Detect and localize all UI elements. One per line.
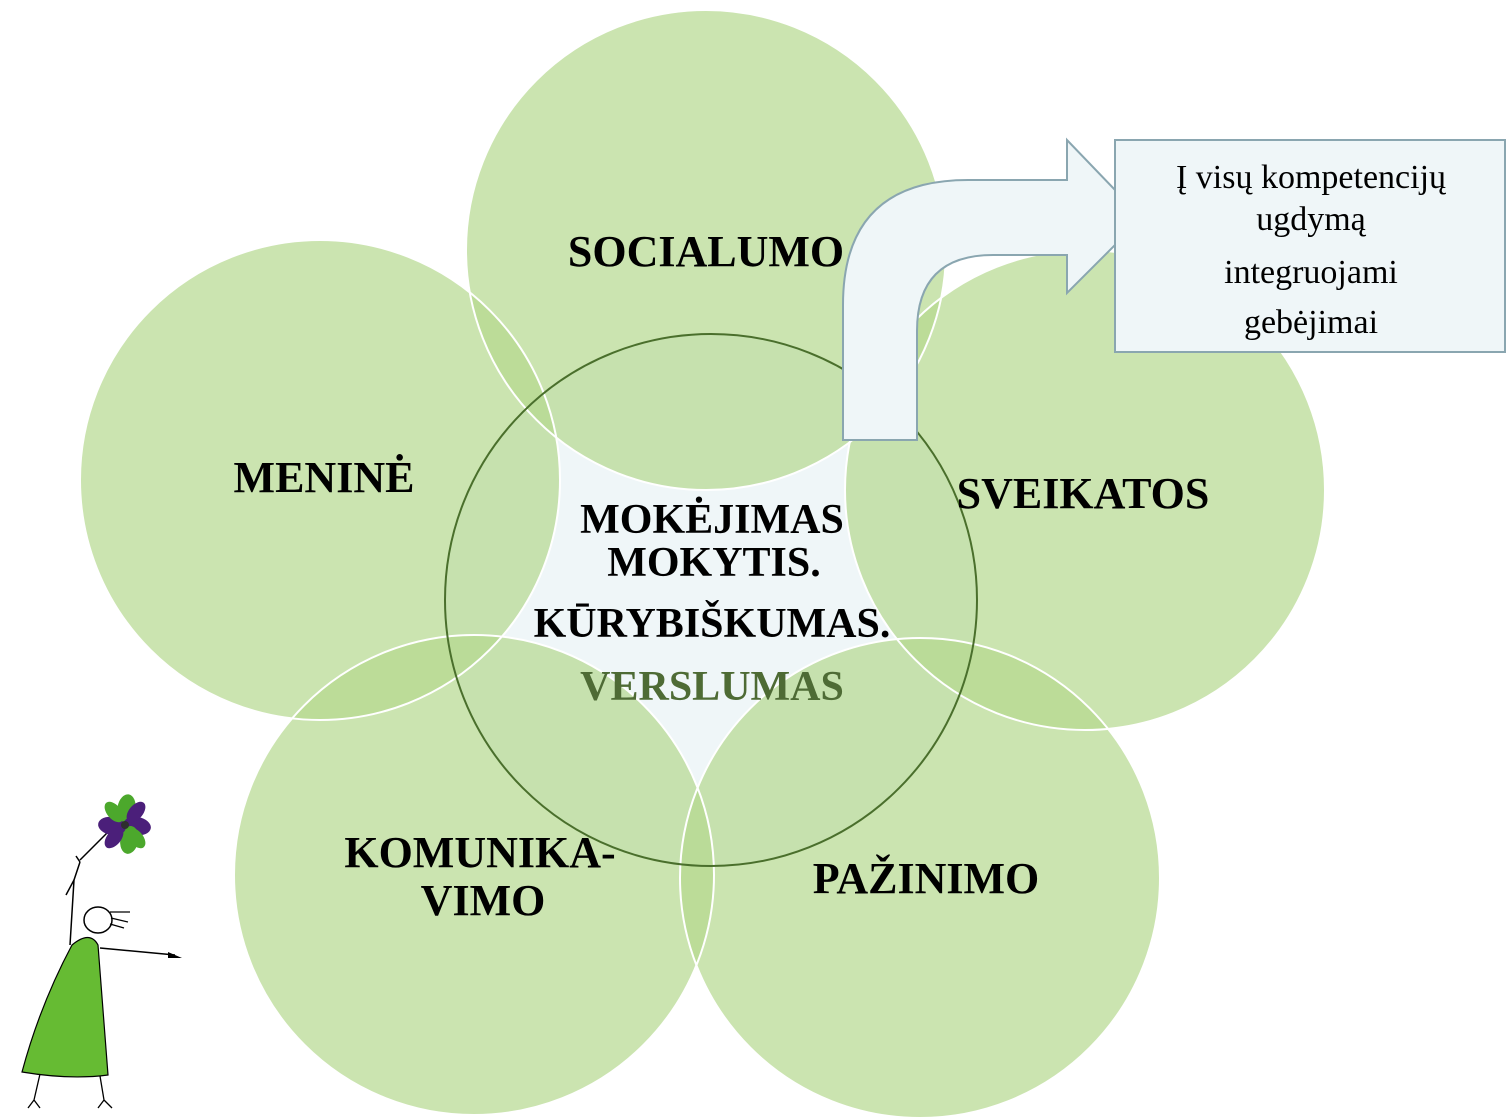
label-komunikavimo-line1: KOMUNIKA- (344, 828, 615, 877)
hair (109, 911, 130, 929)
circle-komunikavimo-outline (233, 634, 715, 1116)
center-line-4: VERSLUMAS (580, 664, 844, 710)
callout-line-1: Į visų kompetencijų (1176, 159, 1447, 196)
circle-komunikavimo (234, 635, 714, 1115)
raised-arm (69, 861, 81, 946)
circle-pazinimo-outline (679, 637, 1161, 1117)
center-line-3: KŪRYBIŠKUMAS. (534, 599, 891, 647)
label-socialumo: SOCIALUMO (568, 227, 844, 276)
circle-socialumo (466, 10, 946, 490)
label-sveikatos: SVEIKATOS (957, 469, 1210, 518)
circle-menine-outline (79, 239, 561, 721)
head (83, 906, 113, 934)
circle-pazinimo (680, 638, 1160, 1117)
bent-arrow (842, 137, 1144, 441)
callout-line-3: integruojami (1224, 254, 1398, 291)
callout-line-2: ugdymą (1256, 201, 1366, 238)
center-line-1: MOKĖJIMAS (580, 496, 844, 543)
competency-circles (79, 9, 1326, 1117)
callout-box (1114, 139, 1506, 353)
label-komunikavimo-line2: VIMO (421, 876, 546, 925)
label-menine: MENINĖ (234, 453, 415, 502)
circle-sveikatos (845, 250, 1325, 730)
callout-line-4: gebėjimai (1244, 304, 1378, 341)
girl-with-flower-illustration (21, 794, 182, 1109)
outstretched-arm (99, 947, 176, 956)
flower-icon (98, 794, 151, 854)
legs (27, 1073, 113, 1109)
label-pazinimo: PAŽINIMO (813, 854, 1040, 903)
dress (21, 936, 109, 1078)
center-ring (444, 333, 978, 867)
center-line-2: MOKYTIS. (607, 540, 821, 586)
circle-menine (80, 240, 560, 720)
